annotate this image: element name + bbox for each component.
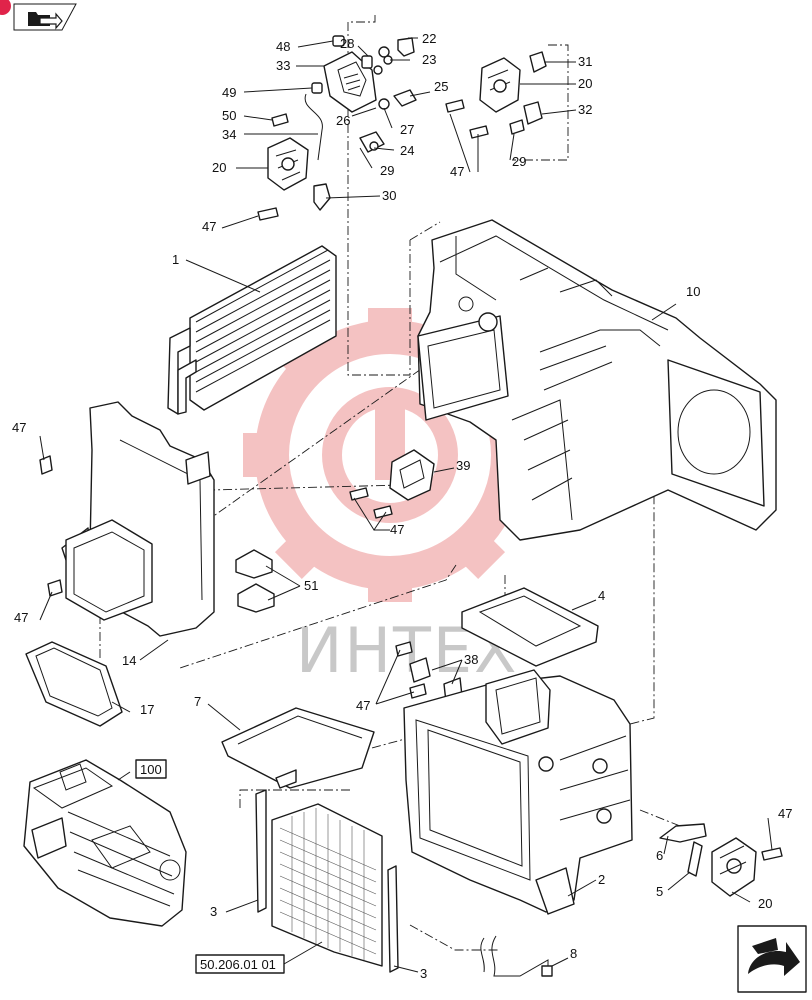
callout-22: 22 bbox=[422, 31, 436, 46]
callout-20-top-left: 20 bbox=[212, 160, 226, 175]
part-47-screws-mid bbox=[39, 455, 393, 597]
ref-box-100[interactable]: 100 bbox=[135, 759, 167, 779]
ref-box-50-206-01-01-label: 50.206.01 01 bbox=[200, 957, 276, 972]
part-4-filter bbox=[461, 587, 599, 667]
folder-arrow-icon bbox=[28, 12, 63, 30]
callout-51: 51 bbox=[304, 578, 318, 593]
part-10-upper-housing bbox=[417, 219, 777, 541]
callout-20-bottom: 20 bbox=[758, 896, 772, 911]
callout-2: 2 bbox=[598, 872, 605, 887]
part-29-clip-right bbox=[509, 119, 525, 135]
callout-1: 1 bbox=[172, 252, 179, 267]
callout-24: 24 bbox=[400, 143, 414, 158]
callout-32: 32 bbox=[578, 102, 592, 117]
corner-badge bbox=[0, 0, 11, 15]
callout-47-lower-center: 47 bbox=[356, 698, 370, 713]
nav-frame bbox=[13, 3, 77, 31]
part-100-assembled-unit bbox=[23, 759, 187, 927]
ref-box-50-206-01-01[interactable]: 50.206.01 01 bbox=[195, 954, 285, 974]
next-page-button[interactable] bbox=[737, 925, 807, 993]
part-3-cabin-filter bbox=[271, 803, 383, 967]
callout-23: 23 bbox=[422, 52, 436, 67]
callout-47-left-low: 47 bbox=[14, 610, 28, 625]
callout-39: 39 bbox=[456, 458, 470, 473]
callout-14: 14 bbox=[122, 653, 136, 668]
part-5-rod bbox=[687, 841, 703, 877]
callout-47-left-mid: 47 bbox=[12, 420, 26, 435]
callout-4: 4 bbox=[598, 588, 605, 603]
callout-29-top-left: 29 bbox=[380, 163, 394, 178]
part-3-rails bbox=[255, 789, 399, 973]
part-17-seal bbox=[25, 641, 123, 727]
part-7-panel bbox=[221, 707, 375, 789]
callout-49: 49 bbox=[222, 85, 236, 100]
callout-28: 28 bbox=[340, 36, 354, 51]
callout-7: 7 bbox=[194, 694, 201, 709]
callout-3-right: 3 bbox=[420, 966, 427, 981]
part-47-screws-top-right bbox=[445, 99, 489, 139]
part-22-lever bbox=[378, 37, 415, 58]
part-25-linkage bbox=[378, 89, 417, 110]
part-31-lever bbox=[529, 51, 547, 73]
callout-38: 38 bbox=[464, 652, 478, 667]
part-24-bracket bbox=[359, 131, 385, 153]
part-32-lever bbox=[523, 101, 543, 125]
nav-button[interactable] bbox=[0, 0, 77, 31]
filter-mesh bbox=[279, 808, 377, 960]
part-28-pin bbox=[361, 55, 373, 69]
callout-20-top-right: 20 bbox=[578, 76, 592, 91]
callout-5: 5 bbox=[656, 884, 663, 899]
curved-arrow-icon bbox=[748, 938, 800, 976]
part-34-cable bbox=[304, 93, 323, 161]
part-49-plug bbox=[311, 82, 323, 94]
part-6-link bbox=[659, 823, 707, 843]
part-50-screw bbox=[271, 113, 289, 127]
part-38-connectors bbox=[395, 641, 463, 703]
callout-34: 34 bbox=[222, 127, 236, 142]
part-14-heater-case bbox=[61, 401, 215, 637]
callout-30: 30 bbox=[382, 188, 396, 203]
callout-31: 31 bbox=[578, 54, 592, 69]
part-39-resistor bbox=[389, 449, 435, 501]
callout-26: 26 bbox=[336, 113, 350, 128]
callout-27: 27 bbox=[400, 122, 414, 137]
part-8-harness bbox=[480, 935, 553, 977]
part-1-heater-core bbox=[167, 245, 337, 415]
leader-lines bbox=[39, 37, 773, 973]
callout-47-top-left: 47 bbox=[202, 219, 216, 234]
part-51-flaps bbox=[235, 549, 275, 613]
callout-29-top-right: 29 bbox=[512, 154, 526, 169]
callout-10: 10 bbox=[686, 284, 700, 299]
part-2-lower-case bbox=[403, 669, 633, 915]
part-20-actuator-top-left bbox=[267, 137, 309, 191]
callout-48: 48 bbox=[276, 39, 290, 54]
callout-50: 50 bbox=[222, 108, 236, 123]
callout-17: 17 bbox=[140, 702, 154, 717]
part-23-clip bbox=[373, 55, 393, 75]
part-47-screw-top-left bbox=[257, 207, 279, 221]
callout-6: 6 bbox=[656, 848, 663, 863]
callout-47-center: 47 bbox=[390, 522, 404, 537]
callout-47-bottom-right: 47 bbox=[778, 806, 792, 821]
callout-labels: 48 28 22 33 23 49 25 50 26 27 34 24 20 2… bbox=[12, 31, 792, 981]
callout-3-left: 3 bbox=[210, 904, 217, 919]
part-47-screw-bottom bbox=[761, 847, 783, 861]
part-30-lever bbox=[313, 183, 331, 211]
callout-8: 8 bbox=[570, 946, 577, 961]
callout-33: 33 bbox=[276, 58, 290, 73]
part-20-actuator-top-right bbox=[479, 57, 521, 113]
callout-47-top-right: 47 bbox=[450, 164, 464, 179]
ref-box-100-label: 100 bbox=[140, 762, 162, 777]
part-20-actuator-bottom bbox=[711, 837, 757, 897]
callout-25: 25 bbox=[434, 79, 448, 94]
